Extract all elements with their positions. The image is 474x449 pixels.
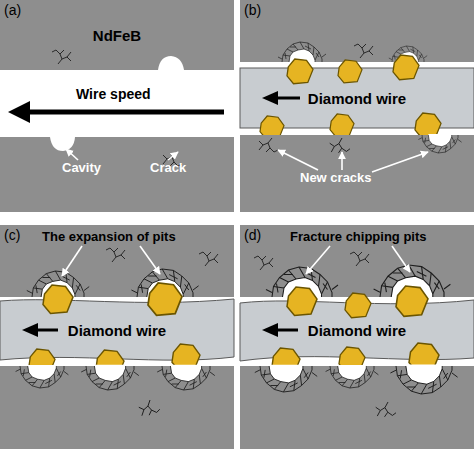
callout-label: Fracture chipping pits bbox=[290, 229, 427, 244]
cavity bbox=[158, 56, 184, 70]
speed-arrow bbox=[276, 329, 298, 332]
chipping-pit bbox=[255, 365, 317, 392]
leader-line bbox=[392, 246, 410, 272]
leader-line bbox=[278, 150, 318, 170]
band-label: Diamond wire bbox=[68, 322, 166, 339]
ndfeb-block bbox=[0, 137, 234, 212]
arrow-head bbox=[8, 101, 30, 123]
band-label: Diamond wire bbox=[308, 322, 406, 339]
crack-symbol bbox=[375, 401, 396, 418]
ndfeb-block bbox=[240, 0, 474, 62]
arrow-head bbox=[262, 323, 278, 337]
band-label: NdFeB bbox=[93, 27, 141, 44]
crack-symbol bbox=[106, 248, 125, 262]
cavity bbox=[50, 137, 75, 151]
speed-arrow bbox=[36, 329, 58, 332]
wire-band: Diamond wire bbox=[240, 300, 474, 360]
arrow-head bbox=[262, 91, 278, 105]
ndfeb-block bbox=[0, 225, 234, 297]
crack-symbol bbox=[350, 252, 369, 266]
speed-arrow bbox=[276, 97, 300, 100]
band-label: Diamond wire bbox=[308, 90, 406, 107]
wire-band: Diamond wire bbox=[0, 300, 234, 360]
crack-symbol bbox=[138, 398, 161, 418]
chipping-pit bbox=[326, 365, 379, 388]
leader-line bbox=[62, 246, 82, 276]
chipping-pit bbox=[157, 365, 215, 390]
ndfeb-block bbox=[0, 0, 234, 70]
crack-symbol bbox=[254, 256, 273, 270]
arrow-label: Wire speed bbox=[76, 86, 151, 102]
crack-symbol bbox=[52, 50, 71, 64]
leader-line bbox=[168, 152, 178, 160]
crack-symbol bbox=[199, 252, 218, 266]
diamond-grit bbox=[148, 283, 182, 315]
leader-line bbox=[306, 246, 330, 274]
chipping-pit bbox=[418, 134, 461, 153]
figure-panel: (a) NdFeB bbox=[0, 0, 234, 212]
ndfeb-block bbox=[240, 135, 474, 212]
arrow-head bbox=[22, 323, 38, 337]
diamond-grit bbox=[415, 113, 441, 138]
crack-symbol bbox=[354, 44, 373, 58]
diamond-grit bbox=[345, 293, 371, 318]
diamond-grit bbox=[338, 60, 362, 83]
leader-line bbox=[372, 152, 428, 172]
figure-panel: (c) Diamond wire bbox=[0, 225, 234, 449]
callout-label: Crack bbox=[150, 160, 186, 175]
crack-symbol bbox=[329, 137, 350, 154]
crack-symbol bbox=[259, 138, 278, 152]
diamond-grit bbox=[393, 55, 419, 80]
callout-label: The expansion of pits bbox=[42, 229, 176, 244]
diamond-grit bbox=[396, 286, 428, 316]
diamond-grit bbox=[43, 285, 73, 314]
panel-label: (b) bbox=[244, 2, 261, 18]
callout-label: New cracks bbox=[300, 170, 372, 185]
material-block: NdFeB bbox=[0, 0, 234, 70]
panel-label: (c) bbox=[4, 227, 20, 243]
callout-label: Cavity bbox=[62, 160, 101, 175]
leader-line bbox=[66, 149, 78, 160]
chipping-pit bbox=[16, 365, 69, 388]
diamond-grit bbox=[330, 114, 354, 137]
chipping-pit bbox=[81, 365, 139, 390]
panel-label: (d) bbox=[244, 227, 261, 243]
leader-line bbox=[341, 152, 343, 170]
chipping-pit bbox=[390, 365, 457, 394]
diamond-grit bbox=[287, 287, 317, 316]
leader-line bbox=[140, 246, 160, 274]
diamond-grit bbox=[287, 59, 313, 84]
figure-panel: (d) Diamond wire bbox=[240, 225, 474, 449]
wire-band: Diamond wire bbox=[240, 68, 474, 128]
speed-arrow bbox=[26, 110, 224, 115]
panel-label: (a) bbox=[4, 2, 21, 18]
